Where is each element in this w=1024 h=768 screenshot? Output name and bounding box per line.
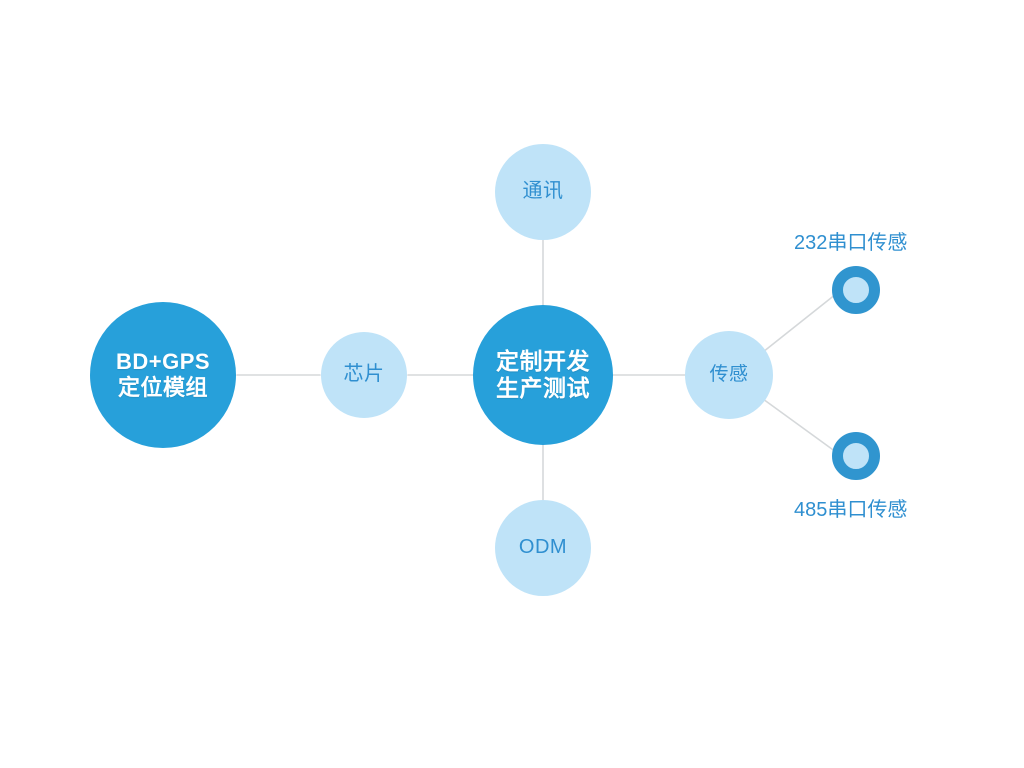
- node-bdgps-label: BD+GPS 定位模组: [115, 349, 211, 400]
- node-custom-development-production-test[interactable]: 定制开发 生产测试: [473, 305, 613, 445]
- node-comm-label: 通讯: [522, 180, 564, 203]
- node-sensor-label: 传感: [709, 363, 749, 385]
- leaf-label-serial-485: 485串口传感: [794, 499, 908, 521]
- node-sensing[interactable]: 传感: [685, 331, 773, 419]
- node-odm[interactable]: ODM: [495, 500, 591, 596]
- node-chip[interactable]: 芯片: [321, 332, 407, 418]
- leaf-node-serial-485-icon[interactable]: [832, 432, 880, 480]
- edge-sensor-232: [762, 293, 837, 353]
- node-bdgps-positioning-module[interactable]: BD+GPS 定位模组: [90, 302, 236, 448]
- node-communication[interactable]: 通讯: [495, 144, 591, 240]
- node-odm-label: ODM: [518, 536, 568, 559]
- leaf-label-serial-232: 232串口传感: [794, 232, 908, 254]
- node-chip-label: 芯片: [343, 363, 385, 386]
- leaf-node-serial-232-icon[interactable]: [832, 266, 880, 314]
- edge-sensor-485: [762, 398, 837, 453]
- node-core-label: 定制开发 生产测试: [496, 347, 590, 401]
